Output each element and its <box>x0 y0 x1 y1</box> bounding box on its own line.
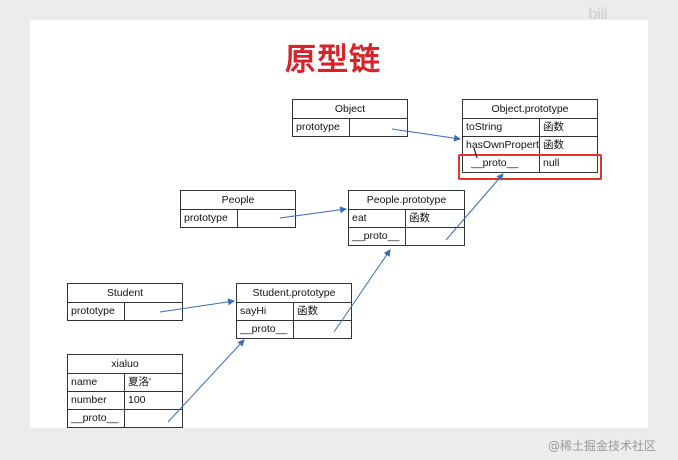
row-key: __proto__ <box>349 228 406 245</box>
row-value: 函数 <box>543 121 564 133</box>
arrow-xialuo-to-student-prototype <box>167 339 245 423</box>
object-header: Object <box>293 100 407 119</box>
row-key: eat <box>349 210 406 227</box>
row-key: toString <box>463 119 540 136</box>
xialuo-row-number: number 100 <box>68 392 182 410</box>
object-box: Object prototype <box>292 99 408 137</box>
object-prototype-box: Object.prototype toString 函数 hasOwnPrope… <box>462 99 598 173</box>
row-key: __proto__ <box>237 321 294 338</box>
people-header: People <box>181 191 295 210</box>
people-row-prototype: prototype <box>181 210 295 227</box>
xialuo-row-name: name 夏洛' <box>68 374 182 392</box>
row-value: 100 <box>128 394 146 406</box>
arrow-student-to-student-prototype <box>159 298 235 313</box>
people-prototype-row-eat: eat 函数 <box>349 210 464 228</box>
row-key: prototype <box>293 119 350 136</box>
row-value: 函数 <box>409 212 430 224</box>
row-key: __proto__ <box>68 410 125 427</box>
student-prototype-box: Student.prototype sayHi 函数 __proto__ <box>236 283 352 339</box>
student-prototype-row-proto: __proto__ <box>237 321 351 338</box>
people-prototype-header: People.prototype <box>349 191 464 210</box>
row-value: 函数 <box>297 305 318 317</box>
row-key: sayHi <box>237 303 294 320</box>
xialuo-row-proto: __proto__ <box>68 410 182 427</box>
row-key: prototype <box>181 210 238 227</box>
student-row-prototype: prototype <box>68 303 182 320</box>
object-prototype-row-proto: __proto__ null <box>463 155 597 172</box>
arrow-people-prototype-to-object-prototype <box>445 173 504 241</box>
arrow-people-to-people-prototype <box>279 206 347 219</box>
xialuo-header: xialuo <box>68 355 182 374</box>
student-header: Student <box>68 284 182 303</box>
student-prototype-header: Student.prototype <box>237 284 351 303</box>
xialuo-box: xialuo name 夏洛' number 100 __proto__ <box>67 354 183 428</box>
row-key: name <box>68 374 125 391</box>
object-prototype-header: Object.prototype <box>463 100 597 119</box>
row-value: 函数 <box>543 139 564 151</box>
row-key: __proto__ <box>463 155 540 172</box>
row-value: 夏洛' <box>128 376 152 388</box>
brand-logo: bili <box>588 6 608 23</box>
people-prototype-row-proto: __proto__ <box>349 228 464 245</box>
people-box: People prototype <box>180 190 296 228</box>
student-prototype-row-sayhi: sayHi 函数 <box>237 303 351 321</box>
people-prototype-box: People.prototype eat 函数 __proto__ <box>348 190 465 246</box>
row-key: hasOwnProperty <box>463 137 540 154</box>
arrow-object-to-object-prototype <box>391 128 461 142</box>
row-key: prototype <box>68 303 125 320</box>
student-box: Student prototype <box>67 283 183 321</box>
object-prototype-row-tostring: toString 函数 <box>463 119 597 137</box>
page-title: 原型链 <box>285 42 381 78</box>
row-key: number <box>68 392 125 409</box>
cursor-mark <box>473 147 478 159</box>
row-value: null <box>543 157 560 169</box>
watermark: @稀土掘金技术社区 <box>548 439 657 453</box>
null-proto-highlight <box>458 154 602 180</box>
object-row-prototype: prototype <box>293 119 407 136</box>
arrow-student-prototype-to-people-prototype <box>333 249 391 333</box>
